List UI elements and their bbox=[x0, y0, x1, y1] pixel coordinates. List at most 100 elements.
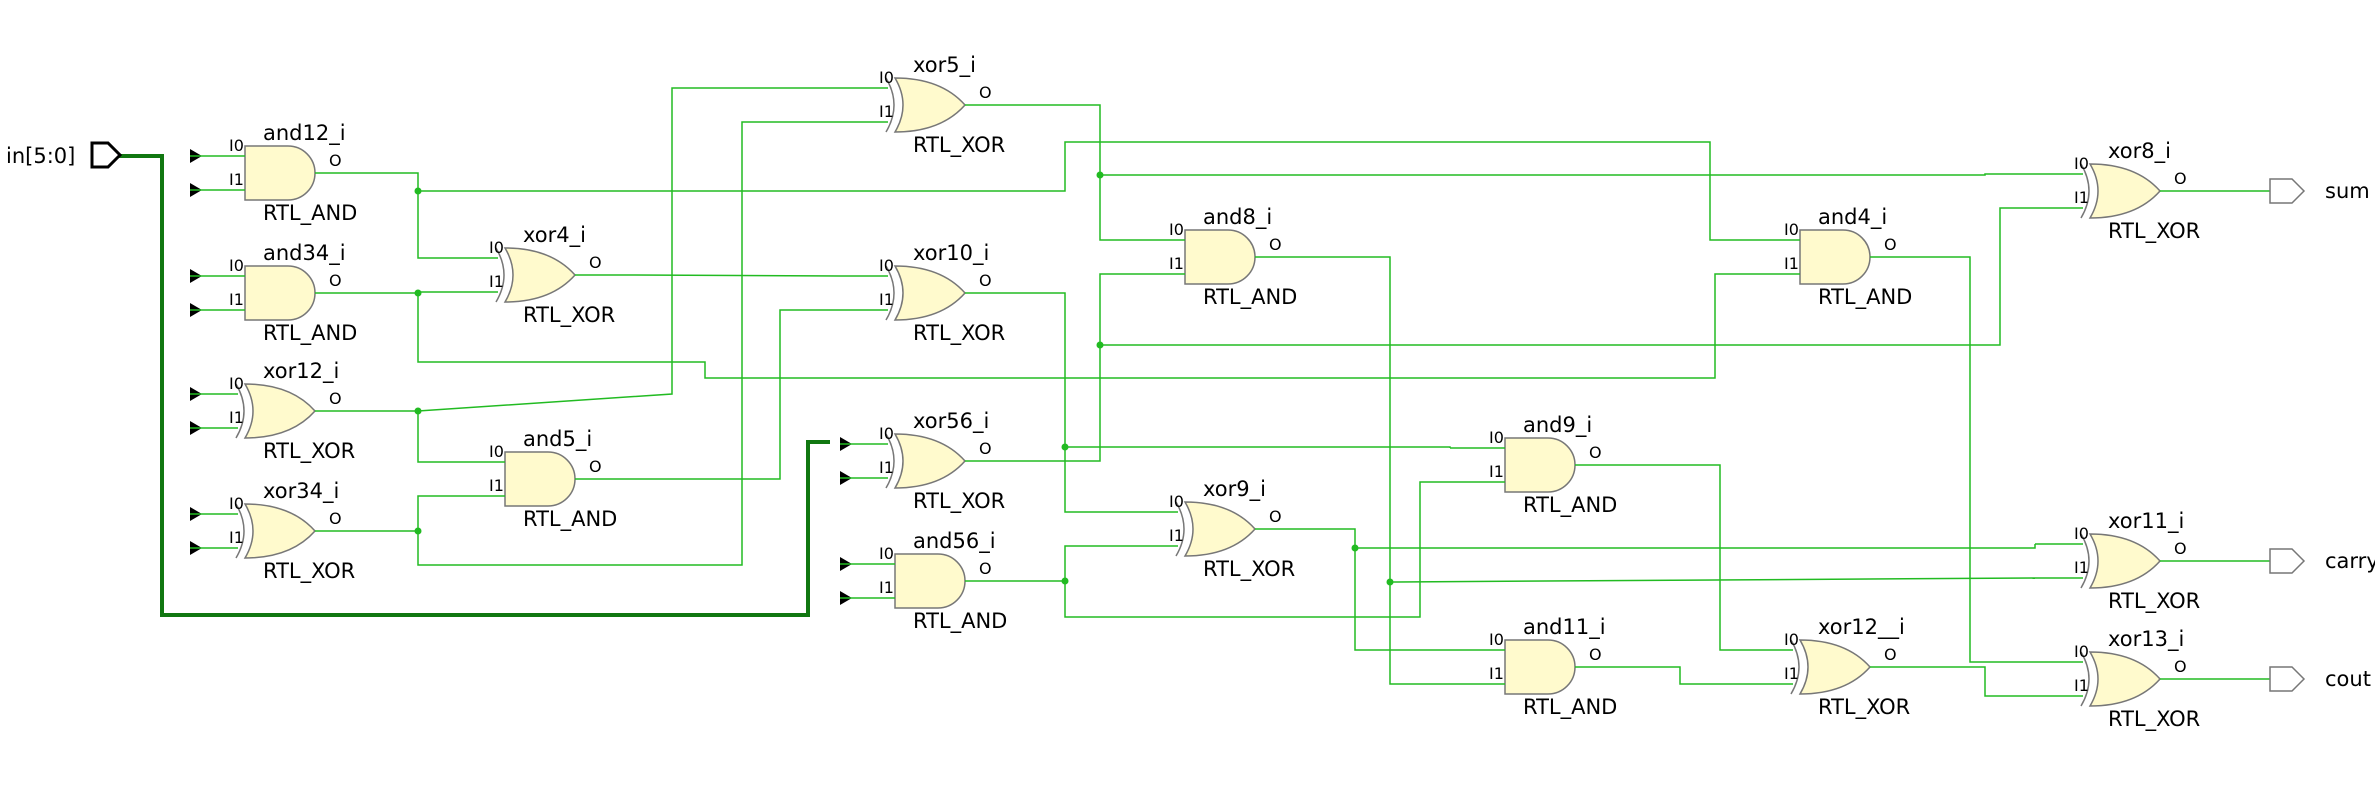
gate-type-label: RTL_AND bbox=[263, 201, 357, 226]
and-gate-body bbox=[1184, 229, 1256, 285]
xor-gate-back-curve bbox=[235, 383, 245, 439]
pin-label-i0: I0 bbox=[1169, 220, 1184, 239]
gate-type-label: RTL_XOR bbox=[913, 321, 1005, 346]
net-and8-xor11 bbox=[1389, 577, 2036, 583]
xor-gate-back-curve bbox=[495, 247, 505, 303]
pin-label-i1: I1 bbox=[489, 476, 504, 495]
net-xor9-and11 bbox=[1305, 528, 1450, 651]
output-port-label: carry bbox=[2325, 549, 2375, 573]
pin-label-i1: I1 bbox=[879, 290, 894, 309]
xor-gate-back-curve bbox=[235, 503, 245, 559]
gate-instance-name: and34_i bbox=[263, 241, 346, 266]
pin-label-i1: I1 bbox=[1784, 664, 1799, 683]
net-xor4-xor10 bbox=[624, 274, 841, 277]
net-xor34-and5 bbox=[365, 495, 450, 532]
pin-label-o: O bbox=[329, 271, 342, 290]
net-and8-and11 bbox=[1305, 256, 1450, 685]
pin-label-o: O bbox=[1269, 235, 1282, 254]
xor-gate-body bbox=[2088, 533, 2162, 589]
pin-label-o: O bbox=[1884, 235, 1897, 254]
pin-label-o: O bbox=[589, 253, 602, 272]
xor-gate-back-curve bbox=[885, 265, 895, 321]
pin-label-i0: I0 bbox=[879, 256, 894, 275]
gate-instance-name: and12_i bbox=[263, 121, 346, 146]
xor-gate-body bbox=[503, 247, 577, 303]
pin-label-i1: I1 bbox=[489, 272, 504, 291]
gate-instance-name: xor4_i bbox=[523, 223, 586, 248]
ports-layer: in[5:0] sum carry cout bbox=[6, 141, 2375, 692]
and-gate-body bbox=[894, 553, 966, 609]
net-and12-to-and4 bbox=[418, 141, 1745, 241]
pin-label-i0: I0 bbox=[2074, 524, 2089, 543]
pin-label-o: O bbox=[2174, 657, 2187, 676]
pin-label-i1: I1 bbox=[1784, 254, 1799, 273]
net-and4-xor13 bbox=[1920, 256, 2035, 663]
output-port-carry[interactable]: carry bbox=[2269, 548, 2375, 574]
pin-label-o: O bbox=[979, 83, 992, 102]
gates-layer: I0I1Oand12_iRTL_ANDI0I1Oand34_iRTL_ANDI0… bbox=[190, 53, 2210, 732]
gate-type-label: RTL_XOR bbox=[913, 133, 1005, 158]
pin-label-i1: I1 bbox=[1489, 664, 1504, 683]
pin-label-o: O bbox=[2174, 169, 2187, 188]
gate-instance-name: and8_i bbox=[1203, 205, 1272, 230]
output-port-sum[interactable]: sum bbox=[2269, 178, 2370, 204]
gate-instance-name: and9_i bbox=[1523, 413, 1592, 438]
pin-label-i0: I0 bbox=[229, 136, 244, 155]
xor-gate-back-curve bbox=[1175, 501, 1185, 557]
xor-gate-back-curve bbox=[885, 77, 895, 133]
pin-label-o: O bbox=[979, 559, 992, 578]
net-and56-xor9 bbox=[1015, 545, 1130, 582]
pin-label-i0: I0 bbox=[489, 442, 504, 461]
and-gate-body bbox=[244, 145, 316, 201]
and-gate-body bbox=[1504, 639, 1576, 695]
gate-type-label: RTL_AND bbox=[913, 609, 1007, 634]
net-xor9-xor11 bbox=[1355, 544, 2036, 549]
net-xor12b-xor13 bbox=[1920, 666, 2035, 697]
output-port-cout[interactable]: cout bbox=[2269, 666, 2371, 692]
input-port-symbol bbox=[90, 141, 123, 169]
gate-type-label: RTL_XOR bbox=[2108, 707, 2200, 732]
net-and56-and9 bbox=[1064, 481, 1450, 618]
net-xor34-xor5 bbox=[417, 121, 840, 566]
pin-label-i0: I0 bbox=[879, 544, 894, 563]
pin-label-o: O bbox=[979, 439, 992, 458]
and-gate-body bbox=[1504, 437, 1576, 493]
gate-type-label: RTL_XOR bbox=[2108, 219, 2200, 244]
pin-label-i0: I0 bbox=[229, 494, 244, 513]
input-port[interactable]: in[5:0] bbox=[6, 141, 123, 169]
pin-label-o: O bbox=[2174, 539, 2187, 558]
pin-label-o: O bbox=[589, 457, 602, 476]
xor-gate-body bbox=[1183, 501, 1257, 557]
pin-label-i0: I0 bbox=[1489, 630, 1504, 649]
input-port-label: in[5:0] bbox=[6, 144, 75, 168]
pin-label-i1: I1 bbox=[879, 578, 894, 597]
gate-type-label: RTL_AND bbox=[1523, 695, 1617, 720]
pin-label-o: O bbox=[329, 389, 342, 408]
output-port-label: sum bbox=[2325, 179, 2370, 203]
gate-instance-name: xor12__i bbox=[1818, 615, 1905, 640]
xor-gate-body bbox=[243, 383, 317, 439]
output-port-label: cout bbox=[2325, 667, 2371, 691]
output-port-symbol bbox=[2269, 666, 2306, 692]
xor-gate-back-curve bbox=[2080, 163, 2090, 219]
net-xor56-and8 bbox=[1015, 273, 1130, 462]
